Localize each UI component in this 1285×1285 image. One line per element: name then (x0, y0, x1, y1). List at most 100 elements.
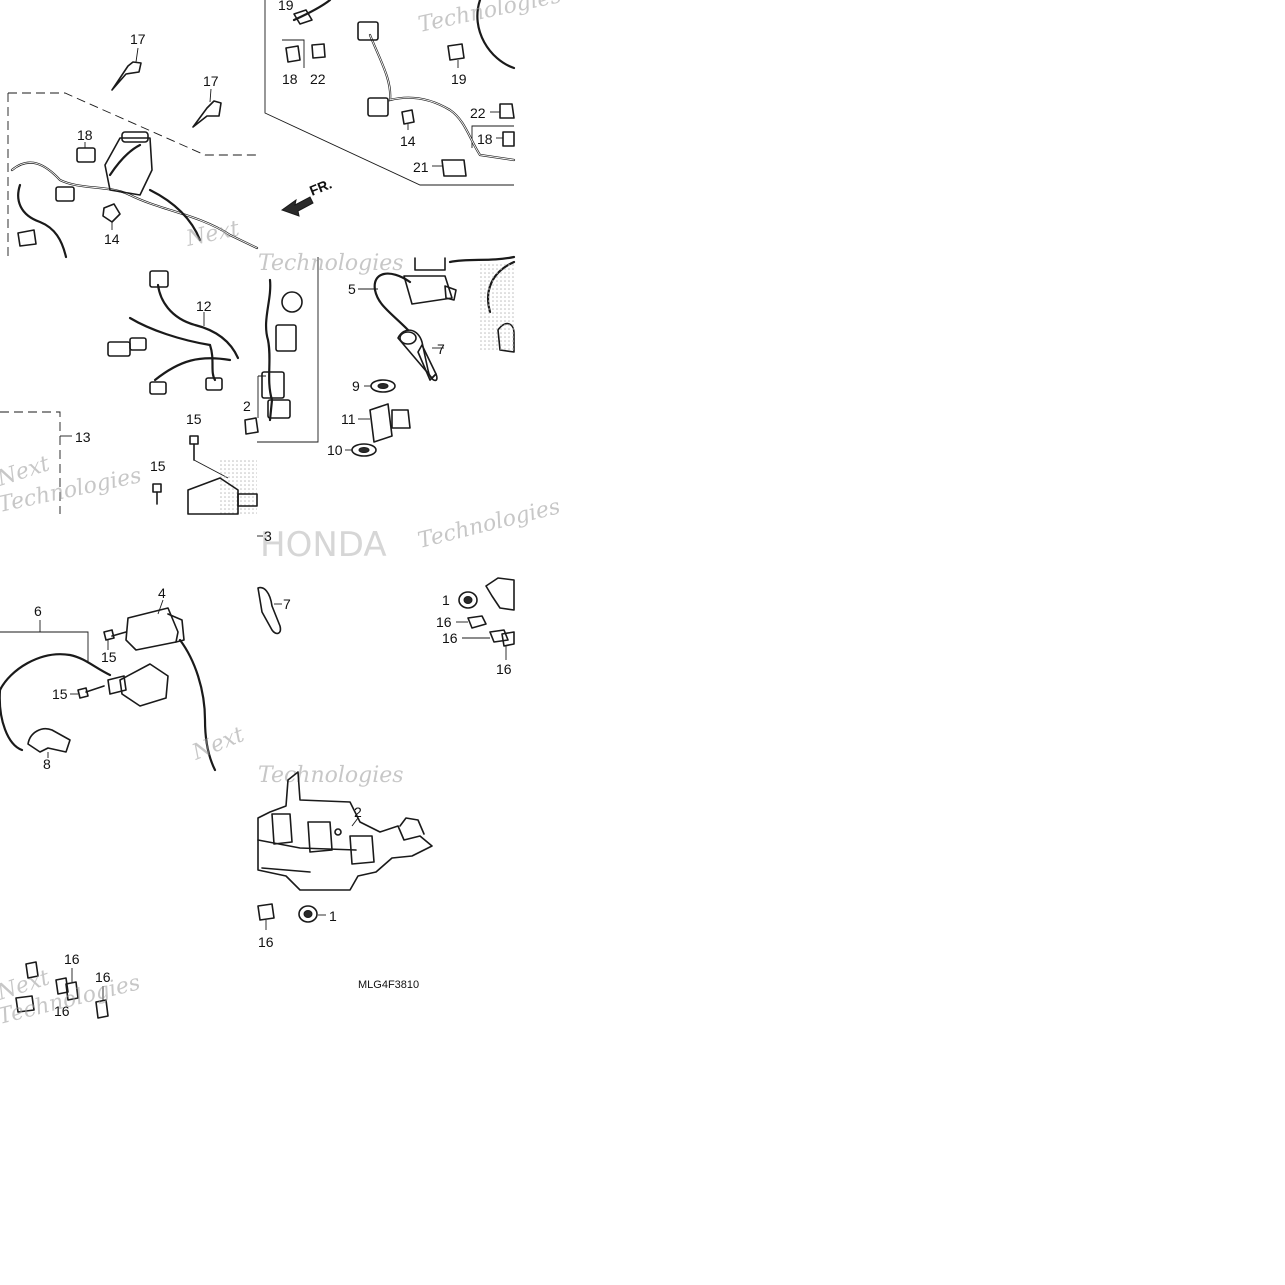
watermark-10: Technologies (258, 763, 404, 788)
callout-2-b: 2 (354, 804, 362, 820)
callout-19-b: 19 (451, 71, 467, 87)
callout-16-c: 16 (496, 661, 512, 677)
callout-4: 4 (158, 585, 166, 601)
callout-22-b: 22 (470, 105, 486, 121)
callout-18-b: 18 (282, 71, 298, 87)
watermark-5: Technologies (258, 251, 404, 276)
watermark-honda: HONDA (260, 525, 387, 565)
diagram-code: MLG4F3810 (358, 979, 419, 991)
callout-10: 10 (327, 442, 343, 458)
callout-11: 11 (341, 411, 356, 427)
main-connector (104, 131, 153, 196)
callout-15-b: 15 (150, 458, 166, 474)
group-frame-right (264, 0, 514, 186)
callout-13: 13 (75, 429, 91, 445)
callout-19-a: 19 (278, 0, 294, 13)
callout-15-c: 15 (101, 649, 117, 665)
clip-17-upper (111, 47, 142, 91)
clip-19-top (293, 9, 313, 25)
seal-10 (345, 443, 377, 457)
sub-harness-12 (107, 270, 240, 395)
callout-15-a: 15 (186, 411, 202, 427)
clip-16-h (15, 995, 35, 1013)
callout-5: 5 (348, 281, 356, 297)
watermark-1: Next (183, 216, 242, 252)
group-frame-2 (257, 257, 319, 443)
callout-21: 21 (413, 159, 429, 175)
tile-clips: 16 16 16 Next Technologies (0, 951, 143, 1030)
clip-16-d (25, 961, 39, 979)
bracket-edge (485, 577, 515, 611)
bolt-15-b (152, 483, 162, 505)
callout-14-a: 14 (104, 231, 120, 247)
high-tension-wire (0, 638, 217, 772)
clip-18-right (496, 131, 515, 147)
cap-11 (358, 403, 411, 443)
clip-16-e (55, 977, 69, 995)
bracket-18-22 (282, 39, 305, 68)
tile-main-harness-left: 17 17 18 14 Next (7, 31, 259, 259)
clip-16-i (257, 903, 275, 930)
callout-16-f: 16 (54, 1003, 70, 1019)
callout-16-a: 16 (436, 614, 452, 630)
grommet-1 (458, 591, 478, 609)
seal-9 (364, 379, 396, 393)
svg-text:Next: Next (183, 216, 242, 252)
front-direction-arrow: FR. (280, 175, 334, 217)
wire-top (448, 255, 516, 264)
callout-16-b: 16 (442, 630, 458, 646)
callout-9: 9 (352, 378, 360, 394)
callout-16-i: 16 (258, 934, 274, 950)
callout-8: 8 (43, 756, 51, 772)
clip-18 (76, 142, 96, 163)
bracket-6 (0, 631, 89, 662)
callout-16-d: 16 (64, 951, 80, 967)
callout-17-a: 17 (130, 31, 146, 47)
connector-top (357, 21, 379, 41)
tile-ignition-coil: 6 4 15 15 8 Next (0, 585, 248, 772)
clip-21 (432, 159, 467, 177)
ignition-coil-5 (358, 257, 457, 332)
plug-cap-right (480, 260, 516, 353)
clip-16-b (462, 629, 509, 643)
callout-1-a: 1 (442, 592, 450, 608)
clip-bottom (17, 229, 37, 247)
tile-sub-harness: 12 13 15 15 Next Technologies (0, 270, 258, 518)
callout-7-a: 7 (437, 341, 445, 357)
connector-mid (367, 97, 389, 117)
callout-3: 3 (264, 528, 272, 544)
clip-16-g (95, 986, 109, 1019)
callout-12: 12 (196, 298, 212, 314)
bolt-15-c (103, 629, 127, 650)
coil-bracket-2 (257, 771, 433, 891)
clip-19 (447, 43, 465, 68)
callout-14-b: 14 (400, 133, 416, 149)
bracket-harness (244, 278, 303, 435)
clip-22-top (311, 43, 326, 59)
callout-22-a: 22 (310, 71, 326, 87)
callout-15-d: 15 (52, 686, 68, 702)
callout-6: 6 (34, 603, 42, 619)
svg-text:FR.: FR. (307, 175, 334, 198)
tile-plug-caps: 5 7 9 11 10 2 Technologies (243, 251, 516, 458)
grommet-1-b (298, 905, 326, 923)
callout-7-b: 7 (283, 596, 291, 612)
tile-bracket: Technologies 2 1 16 MLG4F3810 (257, 763, 433, 991)
plug-cap-8 (27, 728, 71, 758)
grommet-14 (102, 203, 121, 230)
group-frame (7, 92, 257, 257)
small-connector (55, 186, 75, 202)
clip-18-top (285, 45, 301, 63)
watermark-2: Technologies (416, 0, 564, 38)
callout-17-b: 17 (203, 73, 219, 89)
callout-16-e: 16 (95, 969, 111, 985)
group-frame-13 (0, 411, 61, 514)
callout-18-a: 18 (77, 127, 93, 143)
bolt-15-a (189, 435, 199, 461)
clip-22-right (490, 103, 515, 119)
watermark-7: Technologies (415, 494, 562, 553)
clip-17-lower (192, 88, 222, 128)
plug-cap-7 (397, 329, 444, 382)
ignition-coil-lower-4 (107, 663, 169, 707)
